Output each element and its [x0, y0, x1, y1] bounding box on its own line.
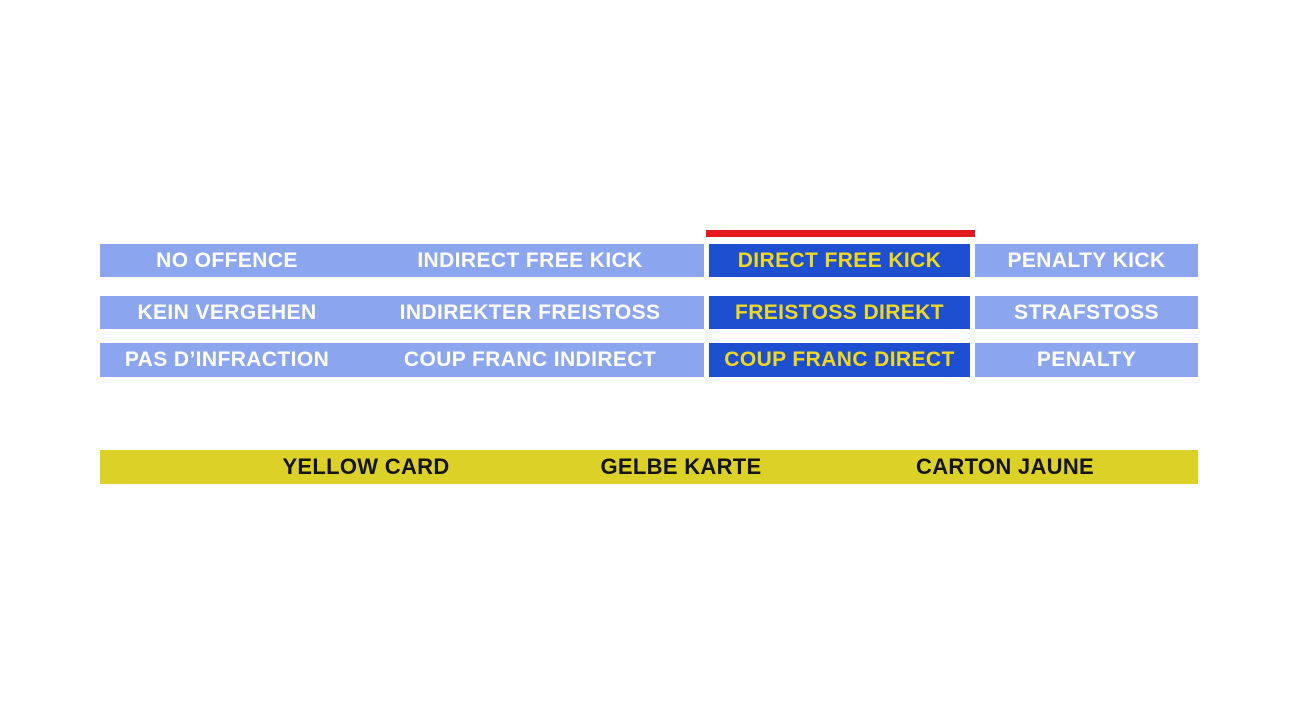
option-strafstoss[interactable]: STRAFSTOSS [975, 296, 1198, 329]
option-penalty-kick[interactable]: PENALTY KICK [975, 244, 1198, 277]
answer-row-english: NO OFFENCE INDIRECT FREE KICK DIRECT FRE… [0, 244, 1290, 277]
yellow-card-label-english: YELLOW CARD [282, 454, 450, 479]
option-no-offence[interactable]: NO OFFENCE [156, 248, 298, 272]
yellow-card-label-german: GELBE KARTE [600, 454, 762, 479]
yellow-card-bar: YELLOW CARD GELBE KARTE CARTON JAUNE [100, 450, 1198, 484]
option-kein-vergehen[interactable]: KEIN VERGEHEN [137, 300, 317, 324]
selected-answer-indicator-bar [706, 230, 975, 237]
option-coup-franc-direct-selected[interactable]: COUP FRANC DIRECT [709, 343, 970, 377]
option-bar-left-english: NO OFFENCE INDIRECT FREE KICK [100, 244, 704, 277]
option-pas-d-infraction[interactable]: PAS D’INFRACTION [124, 348, 330, 371]
option-freistoss-direkt-selected[interactable]: FREISTOSS DIREKT [709, 296, 970, 329]
option-indirect-free-kick[interactable]: INDIRECT FREE KICK [417, 248, 643, 272]
option-indirekter-freistoss[interactable]: INDIREKTER FREISTOSS [399, 300, 661, 324]
option-bar-left-german: KEIN VERGEHEN INDIREKTER FREISTOSS [100, 296, 704, 329]
answer-row-german: KEIN VERGEHEN INDIREKTER FREISTOSS FREIS… [0, 296, 1290, 329]
answer-row-french: PAS D’INFRACTION COUP FRANC INDIRECT COU… [0, 343, 1290, 377]
option-penalty[interactable]: PENALTY [975, 343, 1198, 377]
option-coup-franc-indirect[interactable]: COUP FRANC INDIRECT [403, 348, 657, 371]
yellow-card-label-french: CARTON JAUNE [916, 454, 1094, 479]
option-direct-free-kick-selected[interactable]: DIRECT FREE KICK [709, 244, 970, 277]
option-bar-left-french: PAS D’INFRACTION COUP FRANC INDIRECT [100, 343, 704, 377]
